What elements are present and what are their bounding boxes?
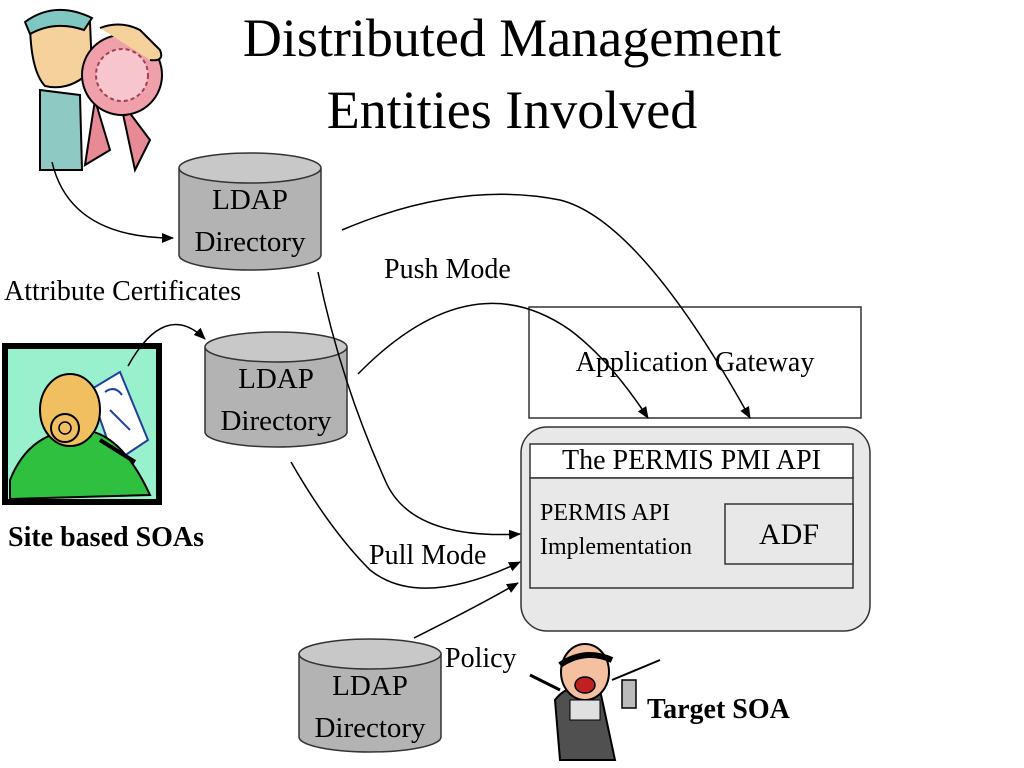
target-soa-icon [529, 643, 661, 761]
pull-mode-label: Pull Mode [369, 540, 487, 571]
arrow-dir1-to-gateway [341, 193, 751, 419]
permis-impl-label: PERMIS API Implementation [540, 496, 692, 564]
permis-header-box [529, 443, 854, 479]
ldap-directory-label-1: LDAP Directory [179, 179, 321, 263]
certificate-person-icon [23, 8, 163, 173]
connector-arrows [51, 161, 751, 639]
arrow-dir3-to-permis [413, 582, 519, 639]
policy-label: Policy [445, 643, 517, 674]
ldap-directory-label-1-line1: LDAP [212, 184, 288, 216]
permis-impl-line2: Implementation [540, 534, 692, 560]
site-soa-icon [2, 343, 162, 505]
ldap-directory-label-2: LDAP Directory [205, 358, 347, 442]
title-line-2: Entities Involved [326, 80, 698, 140]
arrow-dir2-to-permis [290, 461, 521, 589]
adf-box [724, 503, 854, 565]
arrow-dir1-to-permis [317, 271, 521, 540]
slide-title: Distributed Management Entities Involved [0, 2, 1024, 146]
arrow-site-to-dir2 [127, 323, 206, 367]
site-based-soas-label: Site based SOAs [8, 522, 205, 553]
ldap-directory-label-2-line2: Directory [220, 405, 332, 437]
ldap-directory-label-1-line2: Directory [194, 226, 306, 258]
arrow-cert-to-dir1 [51, 161, 174, 243]
application-gateway-label: Application Gateway [575, 347, 815, 378]
adf-label: ADF [758, 518, 819, 551]
application-gateway-box [528, 306, 862, 419]
target-soa-label: Target SOA [647, 694, 790, 725]
ldap-directory-label-3-line1: LDAP [332, 670, 408, 702]
push-mode-label: Push Mode [384, 254, 511, 285]
attribute-certificates-label: Attribute Certificates [4, 276, 242, 307]
ldap-directory-cylinder-1 [178, 152, 322, 271]
arrow-dir2-to-gateway [357, 302, 649, 419]
ldap-directory-cylinder-2 [204, 331, 348, 448]
ldap-directory-label-3-line2: Directory [314, 712, 426, 744]
title-line-1: Distributed Management [242, 8, 782, 68]
ldap-directory-label-2-line1: LDAP [238, 363, 314, 395]
ldap-directory-cylinder-3 [298, 638, 442, 753]
ldap-directory-label-3: LDAP Directory [299, 665, 441, 749]
permis-header-label: The PERMIS PMI API [561, 445, 822, 476]
permis-impl-line1: PERMIS API [540, 500, 671, 526]
